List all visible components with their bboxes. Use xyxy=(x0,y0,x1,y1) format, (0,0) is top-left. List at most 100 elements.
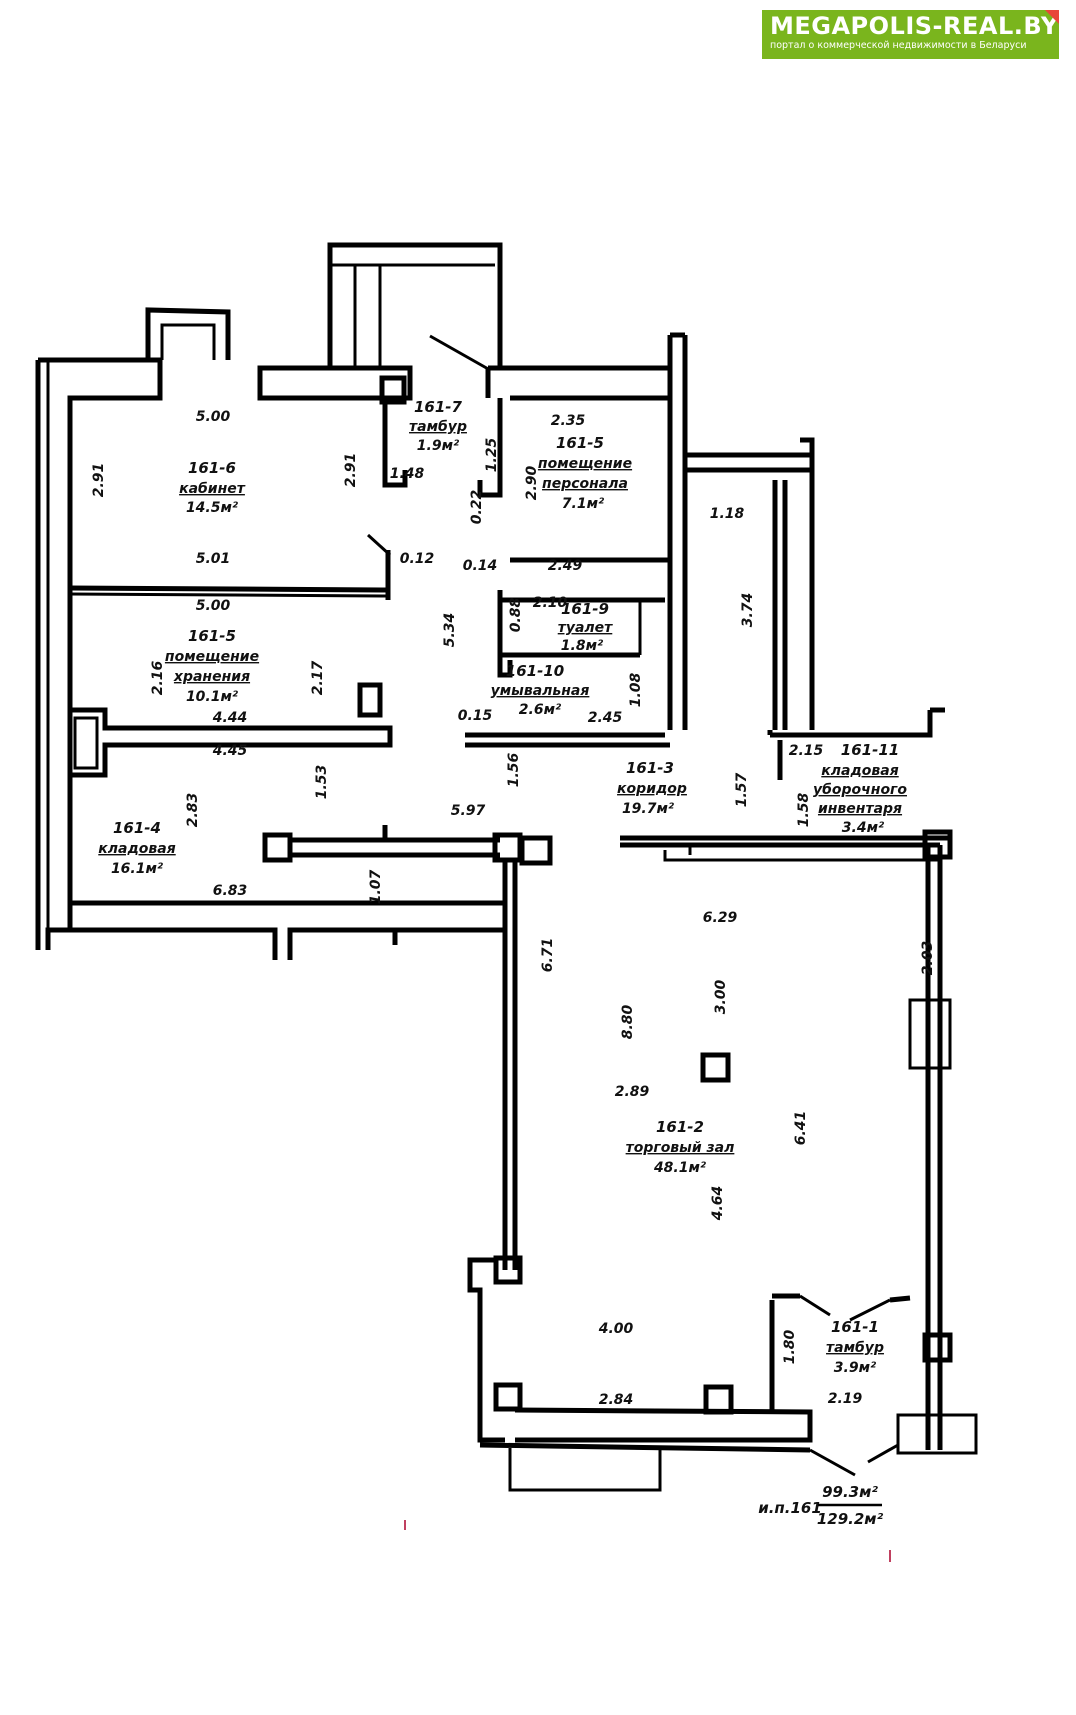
room-name-line1: помещение xyxy=(538,456,632,472)
wall-toilet xyxy=(497,590,665,678)
room-name: кабинет xyxy=(179,481,246,497)
room-name-line1: помещение xyxy=(165,649,259,665)
dimension: 2.84 xyxy=(599,1392,634,1408)
wall-hall-bottom-outer xyxy=(479,1442,811,1453)
dimension: 2.17 xyxy=(310,660,326,695)
door-swing-vest2-b xyxy=(849,1298,891,1322)
dimension: 2.35 xyxy=(551,413,586,429)
column-corridor-3 xyxy=(519,835,553,866)
dimension: 2.15 xyxy=(789,743,824,759)
dimension-labels: 5.00 2.91 2.91 5.01 5.00 2.16 2.17 4.44 … xyxy=(91,409,936,1408)
wall-vest-left xyxy=(382,398,408,488)
dimension: 5.00 xyxy=(196,598,231,614)
room-161-9: 161-9 туалет 1.8м² xyxy=(558,600,613,654)
room-161-7: 161-7 тамбур 1.9м² xyxy=(409,398,467,454)
dimension: 1.25 xyxy=(484,437,500,472)
room-id: 161-1 xyxy=(831,1318,879,1336)
room-name-line1: кладовая xyxy=(821,763,898,779)
room-id: 161-6 xyxy=(188,459,236,477)
wall-bottom-outer xyxy=(70,927,505,960)
dimension: 1.08 xyxy=(628,672,644,707)
dimension: 2.10 xyxy=(533,595,568,611)
room-area: 1.8м² xyxy=(561,638,604,654)
dimension: 3.74 xyxy=(740,593,756,628)
column-hall-left-mid xyxy=(493,1255,523,1285)
wall-corridor-top xyxy=(290,837,500,858)
room-161-4: 161-4 кладовая 16.1м² xyxy=(98,819,175,877)
site-logo-subtitle: портал о коммерческой недвижимости в Бел… xyxy=(770,40,1027,51)
wall-161-6-bottom-2 xyxy=(69,592,391,598)
wall-hall-left xyxy=(502,860,518,1270)
room-id: 161-7 xyxy=(414,398,463,416)
unit-label: и.п.161 xyxy=(758,1499,822,1517)
room-area: 14.5м² xyxy=(186,500,239,516)
wall-annex-inner xyxy=(772,480,788,730)
room-area: 16.1м² xyxy=(111,861,164,877)
wall-161-6-bottom xyxy=(69,585,391,593)
logo-corner-accent xyxy=(1045,10,1059,24)
vest2-door-right xyxy=(889,1295,911,1303)
dimension: 4.45 xyxy=(212,743,248,759)
wall-washroom-bottom xyxy=(465,732,670,748)
room-name-line2: хранения xyxy=(173,669,250,685)
room-name: кладовая xyxy=(98,841,175,857)
column-corridor-1 xyxy=(262,832,293,863)
room-name: тамбур xyxy=(409,419,467,435)
wall-hall-top-2 xyxy=(663,850,940,862)
room-id: 161-4 xyxy=(113,819,161,837)
dimension: 1.53 xyxy=(314,765,330,800)
dimension: 3.00 xyxy=(713,979,729,1014)
dimension: 2.19 xyxy=(828,1391,863,1407)
dimension: 4.44 xyxy=(212,710,248,726)
room-area: 2.6м² xyxy=(519,702,562,718)
room-area: 48.1м² xyxy=(653,1160,707,1176)
dimension: 2.91 xyxy=(91,463,107,498)
room-area: 10.1м² xyxy=(186,689,239,705)
room-name-line3: инвентаря xyxy=(818,801,902,817)
total-area-full: 129.2м² xyxy=(817,1510,884,1528)
dimension: 1.48 xyxy=(390,466,425,482)
room-name: тамбур xyxy=(826,1340,884,1356)
wall-annex-bottom xyxy=(770,710,933,738)
room-name: коридор xyxy=(617,781,687,797)
wall-annex-outer xyxy=(800,437,815,730)
dimension: 2.16 xyxy=(150,660,166,695)
step-right xyxy=(896,1413,978,1455)
room-area: 19.7м² xyxy=(622,801,675,817)
door-swing-entry-a xyxy=(809,1448,856,1477)
room-161-3: 161-3 коридор 19.7м² xyxy=(617,759,687,817)
room-id: 161-9 xyxy=(561,600,609,618)
room-id: 161-2 xyxy=(656,1118,704,1136)
dimension: 0.22 xyxy=(469,490,485,525)
dimension: 0.15 xyxy=(458,708,493,724)
room-id: 161-10 xyxy=(506,662,564,680)
room-161-1: 161-1 тамбур 3.9м² xyxy=(826,1318,884,1376)
room-name: торговый зал xyxy=(626,1140,735,1156)
wall-top-mid xyxy=(257,365,413,401)
wall-hall-bottom xyxy=(514,1407,813,1443)
dimension: 2.90 xyxy=(524,465,540,500)
dimension: 2.91 xyxy=(343,453,359,488)
wall-staff-right xyxy=(667,335,688,730)
room-name: туалет xyxy=(558,620,613,636)
dimension: 6.71 xyxy=(540,938,556,973)
wall-top-right xyxy=(488,365,673,401)
dimension: 5.34 xyxy=(442,613,458,648)
dimension: 1.58 xyxy=(796,792,812,827)
room-161-10: 161-10 умывальная 2.6м² xyxy=(491,662,590,718)
dimension: 5.97 xyxy=(451,803,486,819)
dimension: 0.14 xyxy=(463,558,498,574)
column-hall-right-top xyxy=(922,829,953,860)
wall-storage-bottom xyxy=(70,707,393,778)
step-bottom xyxy=(508,1448,662,1492)
total-area-main: 99.3м² xyxy=(822,1483,878,1501)
dimension: 5.00 xyxy=(196,409,231,425)
wall-vest-right xyxy=(477,398,503,498)
dimension: 4.00 xyxy=(598,1321,634,1337)
dimension: 2.89 xyxy=(615,1084,650,1100)
room-name: умывальная xyxy=(491,683,590,699)
dimension: 1.07 xyxy=(368,869,384,904)
dimension: 1.56 xyxy=(506,752,522,787)
site-logo-banner[interactable]: MEGAPOLIS-REAL.BY портал о коммерческой … xyxy=(762,10,1059,59)
room-labels: 161-6 кабинет 14.5м² 161-7 тамбур 1.9м² … xyxy=(98,398,907,1376)
